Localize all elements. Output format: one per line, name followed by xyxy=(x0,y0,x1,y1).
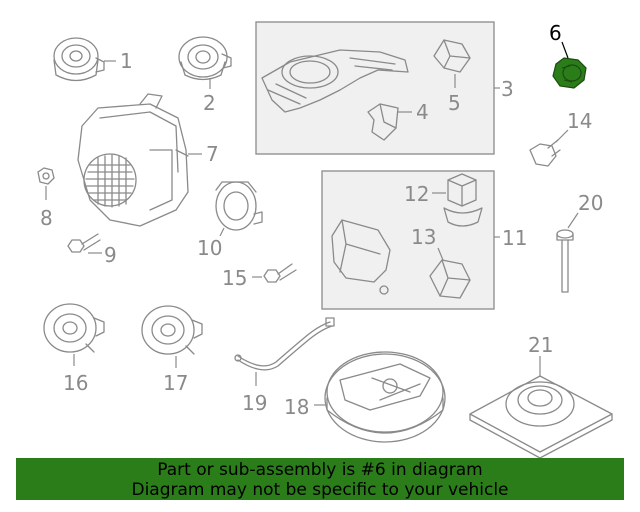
callout-1: 1 xyxy=(120,49,133,73)
part-13-clip[interactable] xyxy=(429,259,471,299)
part-3-bracket[interactable] xyxy=(261,49,409,113)
callout-3: 3 xyxy=(501,77,514,101)
callout-21: 21 xyxy=(528,333,553,357)
part-9-bolt[interactable] xyxy=(67,233,101,253)
callout-16: 16 xyxy=(63,371,88,395)
callout-4: 4 xyxy=(416,100,429,124)
part-8-nut[interactable] xyxy=(37,167,55,185)
callout-11: 11 xyxy=(502,226,527,250)
callout-13: 13 xyxy=(411,225,436,249)
part-14-clip[interactable] xyxy=(529,139,561,167)
callout-19: 19 xyxy=(242,391,267,415)
callout-8: 8 xyxy=(40,206,53,230)
part-19-harness[interactable] xyxy=(234,317,335,371)
part-21-mount[interactable] xyxy=(469,375,613,458)
grille-pattern xyxy=(85,154,135,208)
notice-banner: Part or sub-assembly is #6 in diagram Di… xyxy=(16,458,624,500)
part-5-clip[interactable] xyxy=(433,39,471,73)
part-10-speaker[interactable] xyxy=(215,181,263,231)
callout-12: 12 xyxy=(404,182,429,206)
part-2-speaker[interactable] xyxy=(178,36,232,81)
callout-9: 9 xyxy=(104,243,117,267)
callout-2: 2 xyxy=(203,91,216,115)
part-4-clip[interactable] xyxy=(367,103,399,141)
part-16-speaker[interactable] xyxy=(43,303,105,353)
part-12-connector[interactable] xyxy=(443,173,483,227)
group-box-11 xyxy=(321,170,495,310)
callout-6: 6 xyxy=(549,21,562,45)
notice-line-2: Diagram may not be specific to your vehi… xyxy=(131,480,509,500)
callout-7: 7 xyxy=(206,142,219,166)
part-18-subwoofer[interactable] xyxy=(324,351,446,443)
notice-line-1: Part or sub-assembly is #6 in diagram xyxy=(157,460,483,480)
callout-5: 5 xyxy=(448,91,461,115)
group-box-3 xyxy=(255,21,495,155)
callout-17: 17 xyxy=(163,371,188,395)
part-20-rod[interactable] xyxy=(556,229,574,293)
part-1-speaker[interactable] xyxy=(53,37,105,82)
part-17-speaker[interactable] xyxy=(141,305,203,355)
callout-14: 14 xyxy=(567,109,592,133)
callout-10: 10 xyxy=(197,236,222,260)
callout-20: 20 xyxy=(578,191,603,215)
callout-15: 15 xyxy=(222,266,247,290)
part-7-housing[interactable] xyxy=(77,93,189,227)
parts-diagram: 1 2 3 4 5 6 xyxy=(37,21,613,458)
part-6-grommet[interactable] xyxy=(552,57,587,89)
part-15-bolt[interactable] xyxy=(263,263,297,283)
callout-18: 18 xyxy=(284,395,309,419)
part-11-module[interactable] xyxy=(331,219,391,295)
